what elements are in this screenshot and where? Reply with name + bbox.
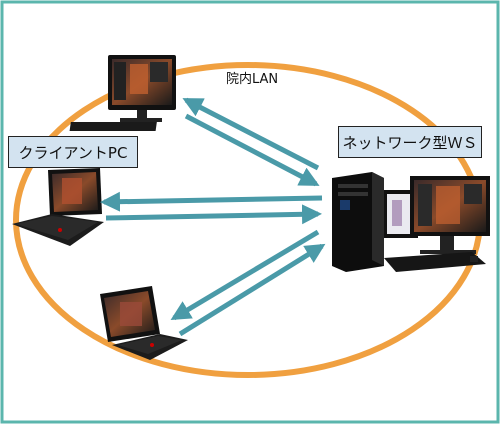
client-pc-label: クライアントPC (8, 136, 138, 168)
arrow-server-to-top-client (182, 97, 320, 171)
arrow-middle-client-to-server (105, 204, 322, 225)
middle-client-laptop (12, 168, 104, 246)
bottom-client-laptop (100, 286, 188, 360)
arrows (100, 97, 326, 337)
network-ws-label: ネットワーク型ＷＳ (338, 126, 482, 158)
arrow-server-to-bottom-client (170, 229, 320, 321)
top-client-monitor (69, 55, 176, 131)
lan-label: 院内LAN (226, 72, 279, 87)
arrow-bottom-client-to-server (178, 243, 326, 337)
network-ws-server (332, 172, 490, 272)
arrow-server-to-middle-client (100, 191, 323, 212)
arrow-top-client-to-server (184, 113, 320, 187)
